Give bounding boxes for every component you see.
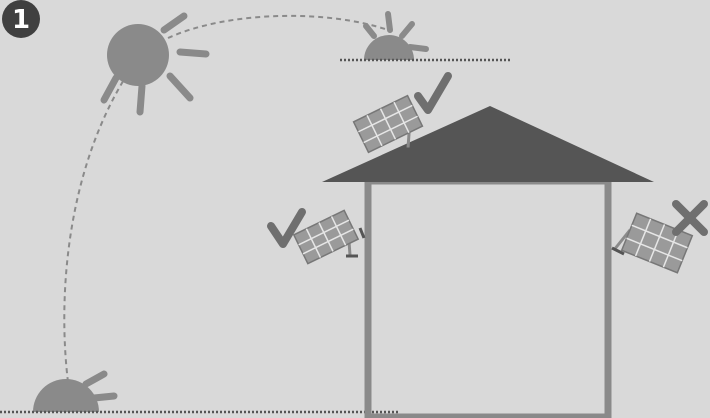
step-badge: 1: [2, 0, 40, 38]
step-number: 1: [12, 5, 30, 35]
sun-disc: [107, 24, 169, 86]
